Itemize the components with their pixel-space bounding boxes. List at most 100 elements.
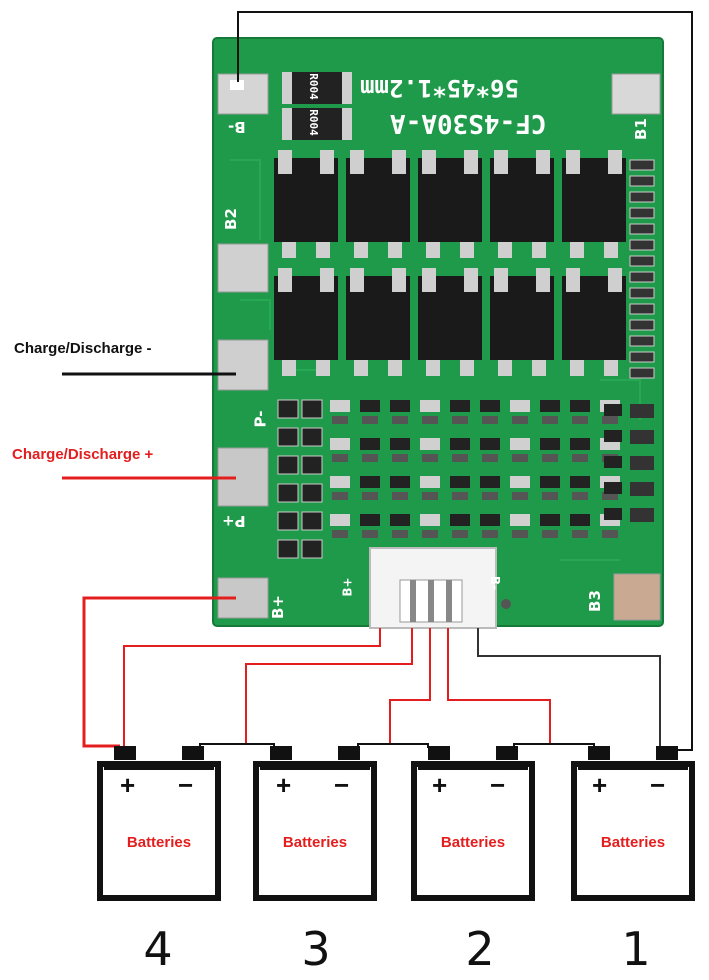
smd-part bbox=[480, 400, 500, 424]
smd-resistor bbox=[277, 511, 323, 531]
wire-b-minus bbox=[237, 11, 693, 751]
smd-part bbox=[420, 438, 440, 462]
pad-label-b2: B2 bbox=[221, 208, 240, 230]
wire-conn-2 bbox=[245, 628, 413, 744]
smd-resistor bbox=[277, 539, 323, 559]
silk-size: 56*45*1.2mm bbox=[360, 74, 519, 102]
smd-resistor bbox=[629, 255, 655, 267]
small-components bbox=[277, 399, 620, 559]
pad-b1 bbox=[611, 73, 661, 115]
resistor-r004-top bbox=[282, 72, 352, 104]
smd-part bbox=[540, 476, 560, 500]
smd-part bbox=[510, 438, 530, 462]
battery-3-plus: + bbox=[276, 770, 292, 800]
smd-part bbox=[604, 430, 654, 444]
resistor-r004-bottom bbox=[282, 108, 352, 140]
mosfet-row-top bbox=[274, 150, 626, 258]
battery-4-label: Batteries bbox=[126, 834, 192, 851]
battery-cell bbox=[571, 746, 695, 901]
pad-label-b1: B1 bbox=[631, 118, 650, 140]
label-charge-discharge-minus: Charge/Discharge - bbox=[14, 340, 152, 357]
battery-1-minus: − bbox=[650, 770, 666, 800]
battery-4-plus: + bbox=[120, 770, 136, 800]
mosfet-row-bottom bbox=[274, 268, 626, 376]
balance-connector bbox=[369, 547, 511, 629]
mosfet bbox=[562, 268, 626, 376]
smd-resistor bbox=[629, 239, 655, 251]
smd-part bbox=[604, 482, 654, 496]
smd-part bbox=[570, 514, 590, 538]
pad-label-conn-b-minus: B- bbox=[488, 575, 503, 591]
smd-resistor bbox=[629, 223, 655, 235]
battery-3-number: 3 bbox=[301, 922, 331, 976]
battery-1-plus: + bbox=[592, 770, 608, 800]
smd-part bbox=[450, 438, 470, 462]
battery-2-plus: + bbox=[432, 770, 448, 800]
pad-b3 bbox=[613, 573, 661, 621]
wire-b-plus bbox=[82, 596, 236, 748]
smd-part bbox=[360, 400, 380, 424]
smd-part bbox=[390, 438, 410, 462]
mosfet bbox=[346, 268, 410, 376]
wire-series-2-1 bbox=[513, 743, 595, 748]
battery-2-number: 2 bbox=[465, 922, 495, 976]
smd-part bbox=[540, 438, 560, 462]
smd-resistor bbox=[629, 175, 655, 187]
wire-conn-b-plus bbox=[123, 628, 381, 746]
mosfet bbox=[274, 268, 338, 376]
smd-resistor bbox=[629, 335, 655, 347]
label-charge-discharge-plus: Charge/Discharge + bbox=[12, 446, 154, 463]
smd-part bbox=[330, 438, 350, 462]
smd-resistor bbox=[629, 287, 655, 299]
smd-part bbox=[360, 476, 380, 500]
smd-part bbox=[540, 400, 560, 424]
battery-2-label: Batteries bbox=[440, 834, 506, 851]
smd-part bbox=[540, 514, 560, 538]
battery-3-minus: − bbox=[334, 770, 350, 800]
smd-part bbox=[480, 476, 500, 500]
smd-part bbox=[480, 514, 500, 538]
smd-part bbox=[570, 438, 590, 462]
pad-label-b-plus: B+ bbox=[269, 594, 288, 620]
battery-cell bbox=[411, 746, 535, 901]
mosfet bbox=[418, 150, 482, 258]
mosfet bbox=[490, 268, 554, 376]
silk-r004-top: R004 bbox=[306, 73, 320, 100]
battery-4-number: 4 bbox=[143, 922, 173, 976]
pad-b2 bbox=[217, 243, 269, 293]
pad-label-b-minus: B- bbox=[228, 118, 246, 136]
battery-4-minus: − bbox=[178, 770, 194, 800]
silk-r004-bottom: R004 bbox=[306, 109, 320, 136]
battery-cell bbox=[253, 746, 377, 901]
smd-part bbox=[604, 404, 654, 418]
pad-label-p-plus: P+ bbox=[222, 512, 246, 530]
battery-cell bbox=[97, 746, 221, 901]
mosfet bbox=[490, 150, 554, 258]
battery-1-label: Batteries bbox=[600, 834, 666, 851]
smd-part bbox=[450, 476, 470, 500]
smd-resistor bbox=[629, 271, 655, 283]
smd-part bbox=[390, 476, 410, 500]
smd-resistor bbox=[629, 319, 655, 331]
smd-part bbox=[330, 476, 350, 500]
smd-resistor bbox=[629, 191, 655, 203]
smd-part bbox=[360, 438, 380, 462]
smd-part bbox=[330, 514, 350, 538]
right-components bbox=[604, 159, 655, 522]
smd-resistor bbox=[629, 207, 655, 219]
silk-model: CF-4S30A-A bbox=[390, 108, 547, 138]
smd-part bbox=[570, 476, 590, 500]
smd-resistor bbox=[277, 399, 323, 419]
battery-2-minus: − bbox=[490, 770, 506, 800]
smd-part bbox=[510, 514, 530, 538]
pad-label-p-minus: P- bbox=[251, 410, 270, 428]
mosfet bbox=[346, 150, 410, 258]
battery-3-label: Batteries bbox=[282, 834, 348, 851]
smd-part bbox=[330, 400, 350, 424]
wire-series-3-2 bbox=[357, 743, 429, 748]
smd-part bbox=[390, 400, 410, 424]
smd-part bbox=[390, 514, 410, 538]
smd-resistor bbox=[277, 455, 323, 475]
smd-part bbox=[510, 476, 530, 500]
